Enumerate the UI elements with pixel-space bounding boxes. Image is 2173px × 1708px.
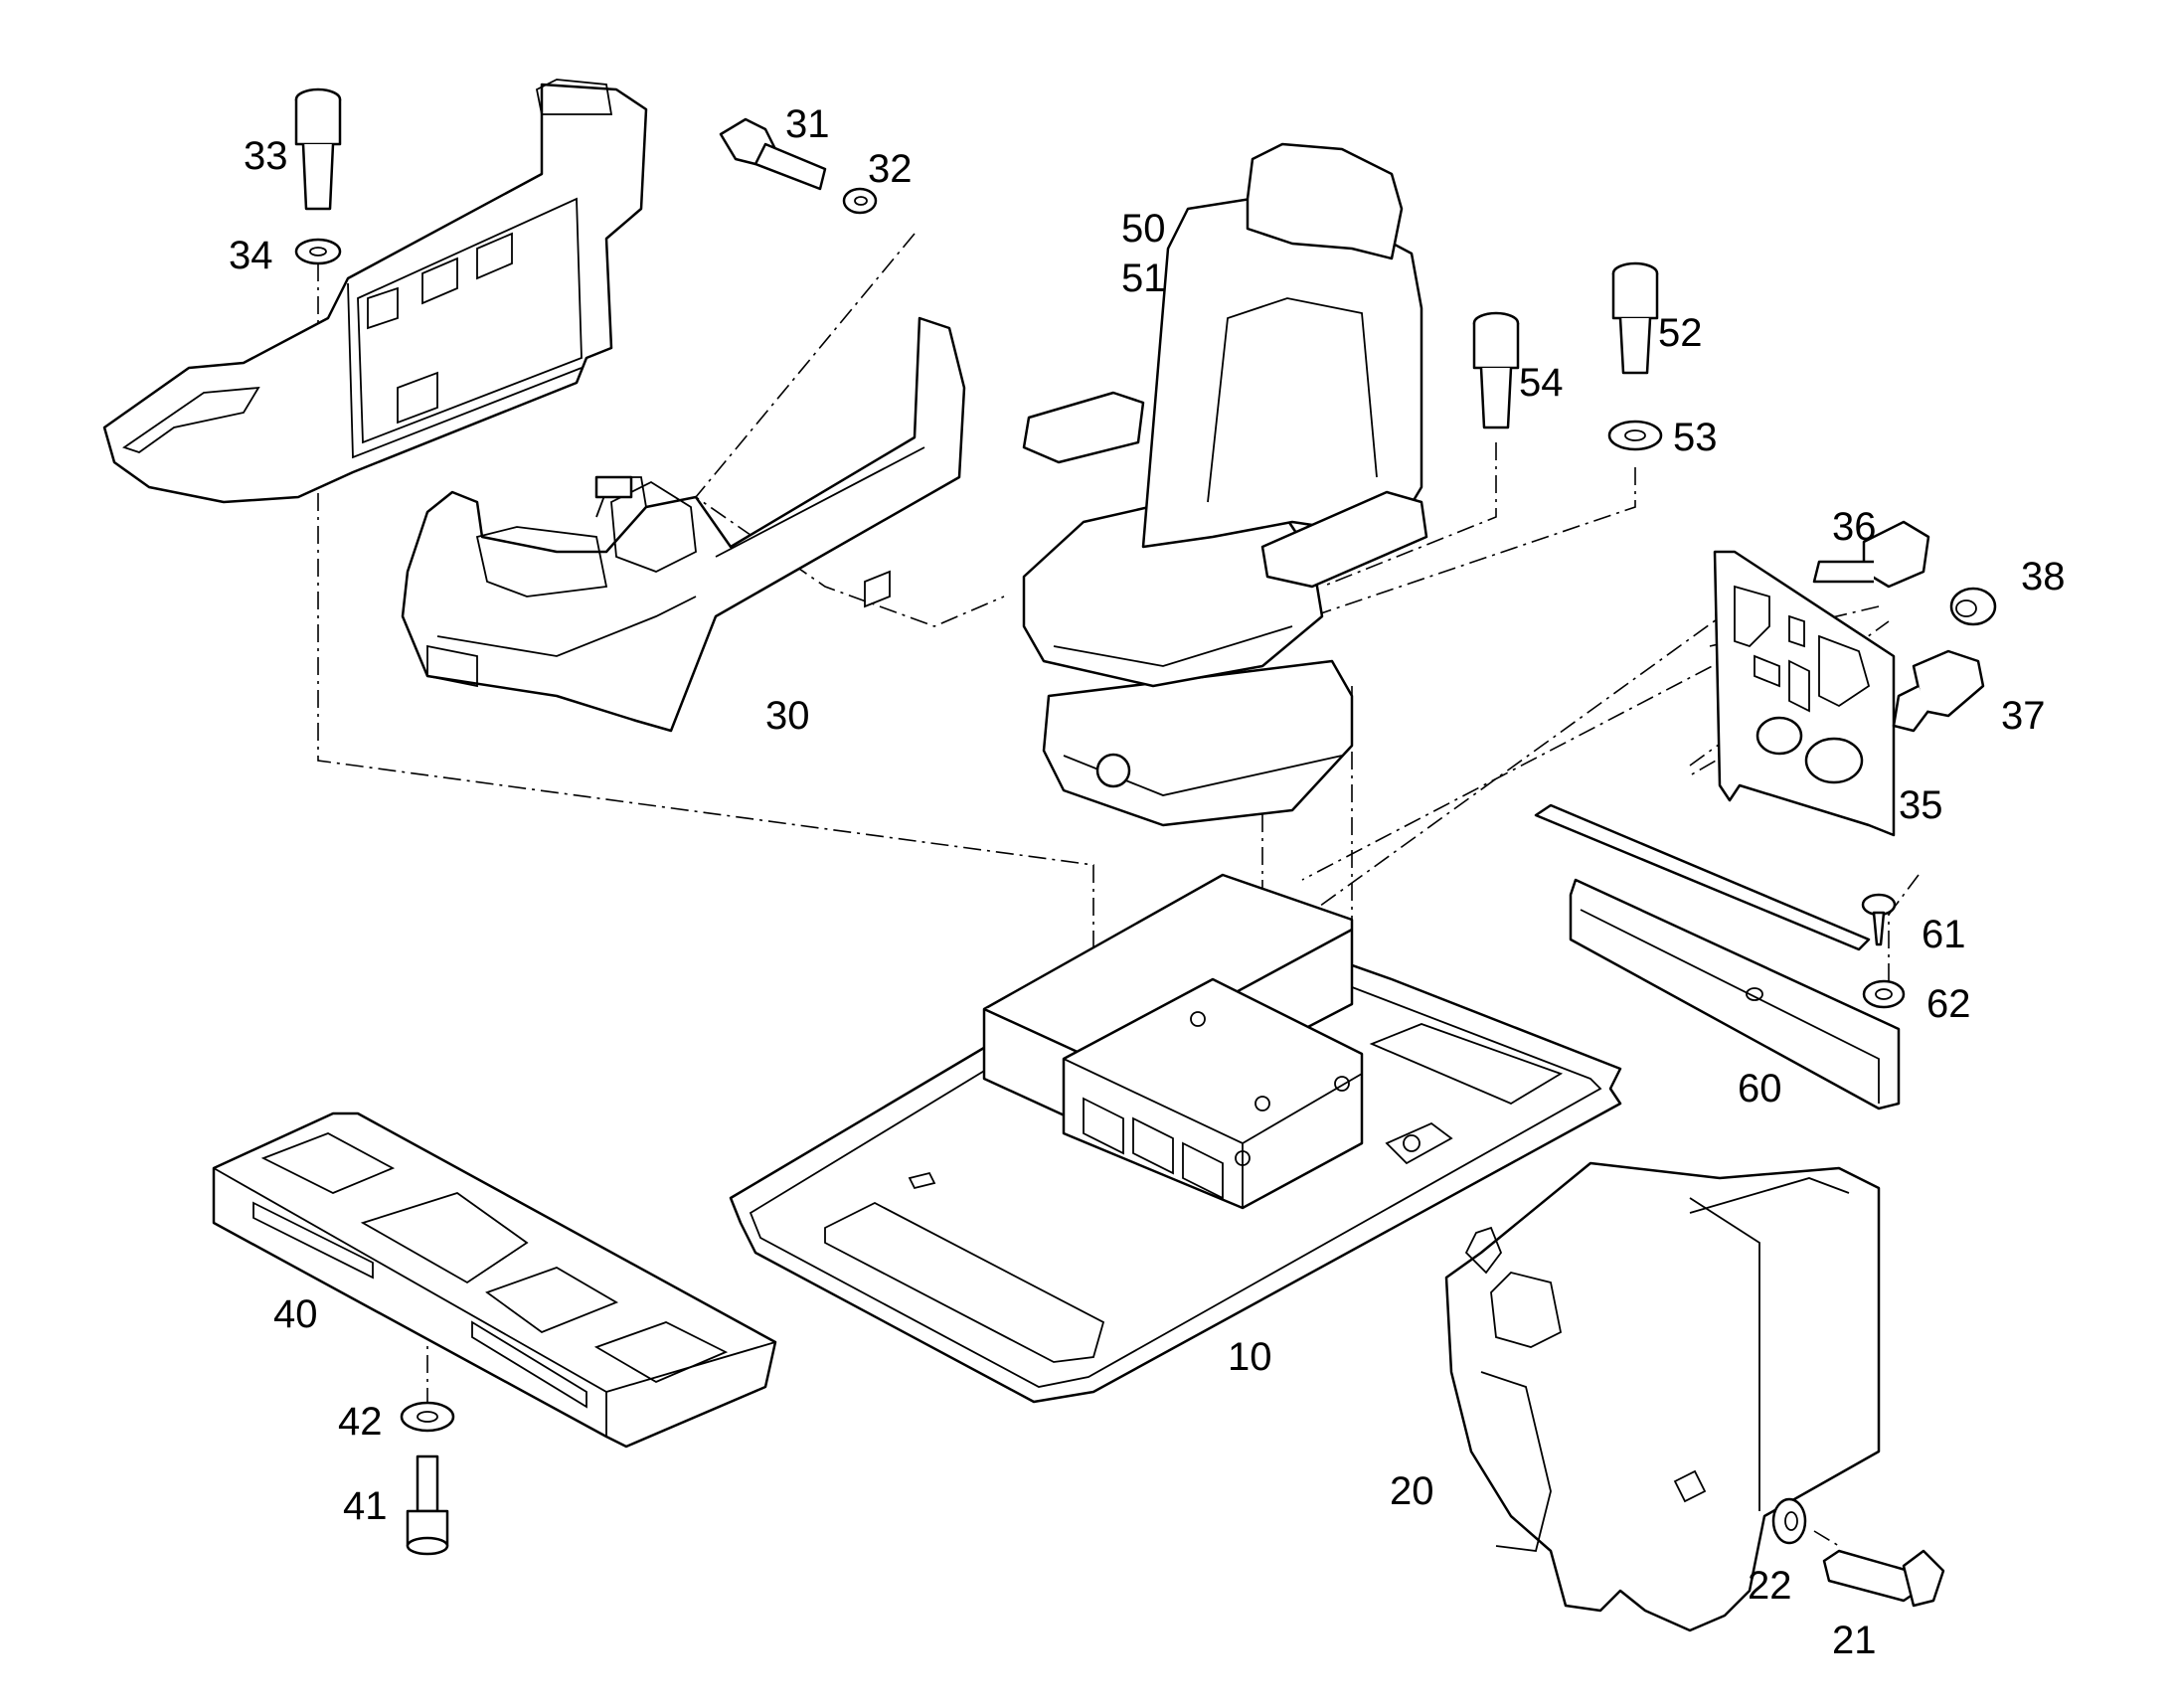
upper-left-dashboard — [102, 79, 648, 504]
callout-36: 36 — [1832, 505, 1877, 549]
part-60-rail — [1534, 803, 1901, 1110]
part-53-washer — [1607, 420, 1663, 451]
part-36-bolt — [1812, 520, 1930, 589]
callout-38: 38 — [2021, 555, 2066, 598]
callout-53: 53 — [1673, 416, 1718, 459]
callout-54: 54 — [1519, 361, 1564, 405]
part-42-washer — [400, 1401, 455, 1433]
part-20-right-console — [1444, 1161, 1881, 1632]
callout-52: 52 — [1658, 311, 1703, 355]
part-34-washer — [294, 238, 342, 265]
callout-62: 62 — [1926, 982, 1971, 1026]
callout-33: 33 — [244, 134, 288, 178]
callout-41: 41 — [343, 1484, 388, 1528]
callout-labels: 10 20 21 22 30 31 32 33 34 35 36 37 38 4… — [229, 102, 2066, 1662]
callout-50: 50 — [1121, 207, 1166, 251]
part-41-bolt — [406, 1454, 449, 1556]
part-52-bolt — [1611, 261, 1659, 375]
part-40-floor-console — [212, 1111, 777, 1449]
callout-31: 31 — [785, 102, 830, 146]
part-21-bolt — [1822, 1549, 1945, 1608]
callout-21: 21 — [1832, 1619, 1877, 1662]
part-62-washer — [1862, 979, 1906, 1009]
callout-32: 32 — [868, 147, 913, 191]
callout-42: 42 — [338, 1400, 383, 1444]
callout-40: 40 — [273, 1292, 318, 1336]
part-30-left-console — [401, 316, 966, 733]
seat-base-box — [982, 873, 1364, 1210]
part-35-connector-plate — [1713, 550, 1896, 837]
part-38-plug — [1949, 587, 1997, 626]
callout-10: 10 — [1228, 1335, 1272, 1379]
callout-61: 61 — [1922, 913, 1966, 956]
part-22-washer — [1771, 1497, 1807, 1545]
callout-37: 37 — [2001, 694, 2046, 738]
callout-51: 51 — [1121, 256, 1166, 300]
callout-34: 34 — [229, 234, 273, 277]
callout-35: 35 — [1899, 783, 1943, 827]
part-31-bolt — [719, 117, 827, 191]
part-37-connector — [1892, 649, 1985, 733]
part-33-bolt — [294, 87, 342, 211]
callout-20: 20 — [1390, 1469, 1434, 1513]
callout-60: 60 — [1738, 1067, 1782, 1110]
callout-22: 22 — [1748, 1564, 1792, 1608]
callout-30: 30 — [765, 694, 810, 738]
part-54-bolt — [1472, 311, 1520, 429]
part-61-screw — [1861, 893, 1897, 946]
part-50-51-seat — [1022, 142, 1428, 827]
part-32-washer — [842, 187, 878, 215]
